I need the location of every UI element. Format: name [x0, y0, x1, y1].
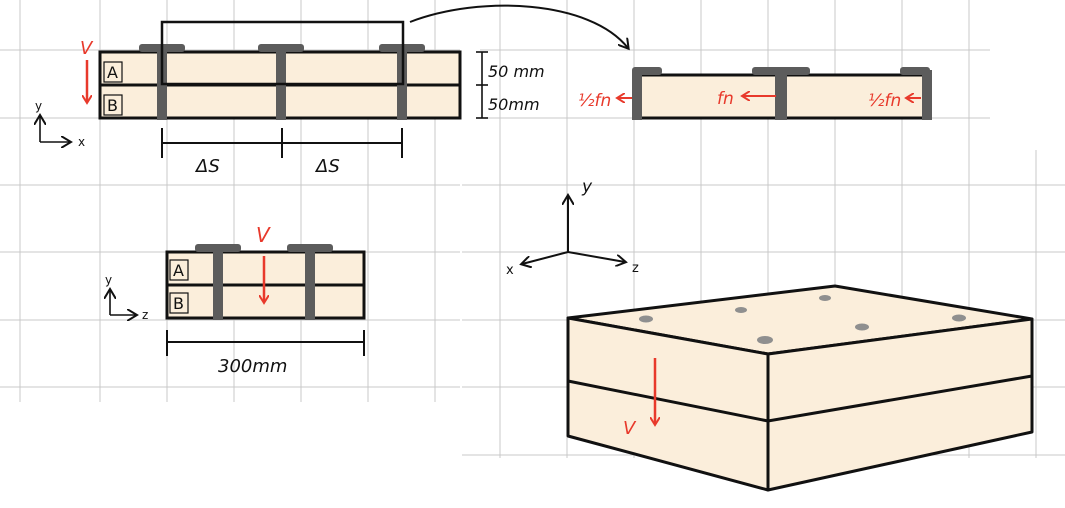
- nail-force-right-label: ½fn: [868, 91, 901, 111]
- end-layer-a-label-box: [169, 259, 189, 281]
- nail: [752, 67, 810, 120]
- nail-stub: [632, 70, 642, 120]
- nail-heads: [639, 295, 966, 344]
- nail-head: [639, 315, 653, 323]
- axis-x-label: x: [78, 135, 85, 149]
- layer-a-label: A: [107, 63, 118, 82]
- iso-view: y x z V: [506, 177, 1034, 492]
- free-body-view: ½fn fn ½fn: [578, 67, 932, 120]
- layer-a-thickness-label: 50 mm: [488, 62, 545, 81]
- iso-shear-force-label: V: [623, 418, 637, 439]
- nail-head: [952, 314, 966, 322]
- block-layer-split: [567, 374, 1033, 423]
- end-layer-b-label-box: [169, 292, 189, 314]
- end-layer-b-label: B: [173, 294, 184, 313]
- nail-force-mid-label: fn: [717, 89, 734, 109]
- axis-y-label: y: [35, 99, 42, 113]
- end-axis-y-label: y: [105, 273, 112, 287]
- end-shear-force-label: V: [256, 223, 271, 247]
- iso-axis-z-label: z: [632, 261, 639, 276]
- iso-axis-y-label: y: [581, 177, 593, 197]
- nail-head: [757, 336, 773, 344]
- layer-b-label-box: [103, 94, 123, 116]
- iso-axis-x-label: x: [506, 263, 514, 278]
- xy-axes: y x: [35, 99, 85, 149]
- nail-head: [819, 295, 831, 301]
- end-layer-a: [165, 250, 366, 287]
- nail: [287, 244, 333, 320]
- free-body-callout-arrow: [409, 4, 628, 48]
- nail: [195, 244, 241, 320]
- end-view: A B V y z 300mm: [105, 223, 366, 377]
- width-dimension: [166, 330, 365, 356]
- spacing-dimension: [161, 128, 403, 158]
- side-view: A B V y x 50 mm 50mm ΔS ΔS: [35, 4, 628, 177]
- layer-a-label-box: [103, 61, 123, 83]
- xyz-axes: y x z: [506, 177, 639, 278]
- nail-stub: [922, 70, 932, 120]
- yz-axes: y z: [105, 273, 148, 322]
- nail-head: [855, 323, 869, 331]
- end-layer-a-label: A: [173, 261, 184, 280]
- spacing-label-left: ΔS: [194, 156, 220, 177]
- block-side-face: [766, 317, 1034, 492]
- shear-force-label: V: [80, 38, 94, 59]
- free-body-selection-box: [160, 20, 405, 86]
- layer-b-label: B: [107, 96, 118, 115]
- nail-force-left-label: ½fn: [578, 91, 611, 111]
- end-axis-z-label: z: [142, 308, 148, 322]
- nail-head: [735, 307, 747, 313]
- spacing-label-right: ΔS: [314, 156, 340, 177]
- height-dimension: [476, 51, 488, 119]
- layer-b-thickness-label: 50mm: [488, 95, 540, 114]
- end-layer-b: [165, 283, 366, 320]
- width-label: 300mm: [218, 356, 287, 377]
